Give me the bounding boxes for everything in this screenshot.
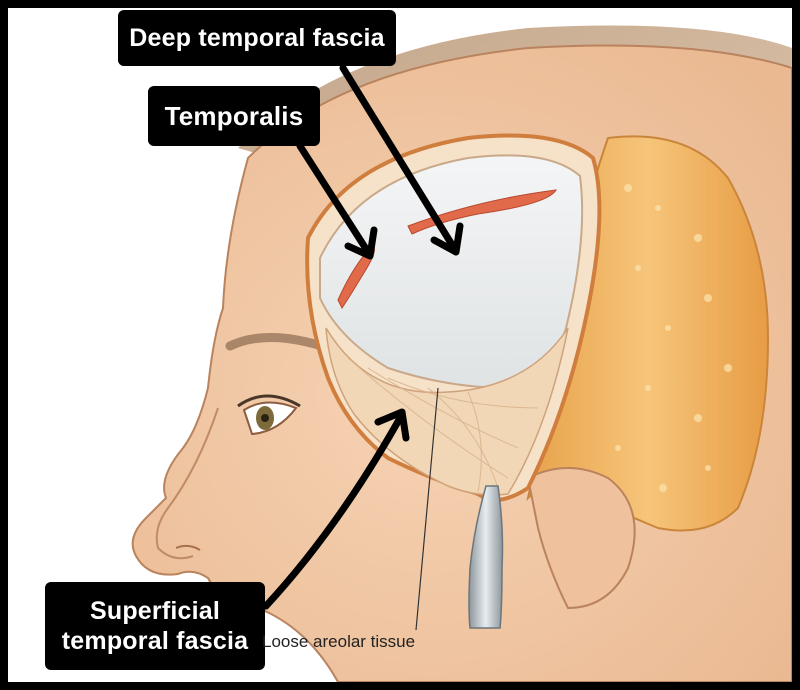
arrow-superficial-temporal-fascia: [262, 414, 404, 610]
eye-lashes: [237, 394, 301, 408]
arrow-temporalis: [296, 142, 372, 256]
label-superficial-line2: temporal fascia: [61, 627, 249, 655]
anatomy-illustration: [131, 25, 792, 682]
areolar-fibers: [347, 357, 539, 493]
ear: [526, 467, 636, 610]
arrow-deep-temporal-fascia: [339, 64, 458, 252]
label-temporalis: Temporalis: [148, 86, 320, 146]
label-superficial-line1: Superficial: [89, 597, 221, 625]
arrowhead-superficial-temporal-fascia: [374, 408, 410, 442]
eyebrow: [225, 332, 333, 353]
areolar-pointer-line: [415, 387, 439, 631]
eye-pupil: [261, 414, 269, 422]
label-deep-temporal-fascia: Deep temporal fascia: [118, 10, 396, 66]
loose-areolar-tissue-band: [325, 327, 569, 496]
nose: [155, 407, 219, 560]
arrowhead-temporalis: [344, 226, 378, 260]
forceps-instrument: [468, 485, 504, 629]
fat-texture: [615, 184, 732, 492]
label-superficial-temporal-fascia: Superficial temporal fascia: [45, 582, 265, 670]
label-loose-areolar-tissue: Loose areolar tissue: [262, 632, 416, 651]
nostril: [175, 544, 201, 551]
figure-frame: Deep temporal fascia Temporalis Superfic…: [8, 8, 792, 682]
annotation-arrows: [262, 64, 464, 610]
arrowhead-deep-temporal-fascia: [430, 222, 464, 256]
deep-temporal-fascia-layer: [319, 154, 584, 390]
